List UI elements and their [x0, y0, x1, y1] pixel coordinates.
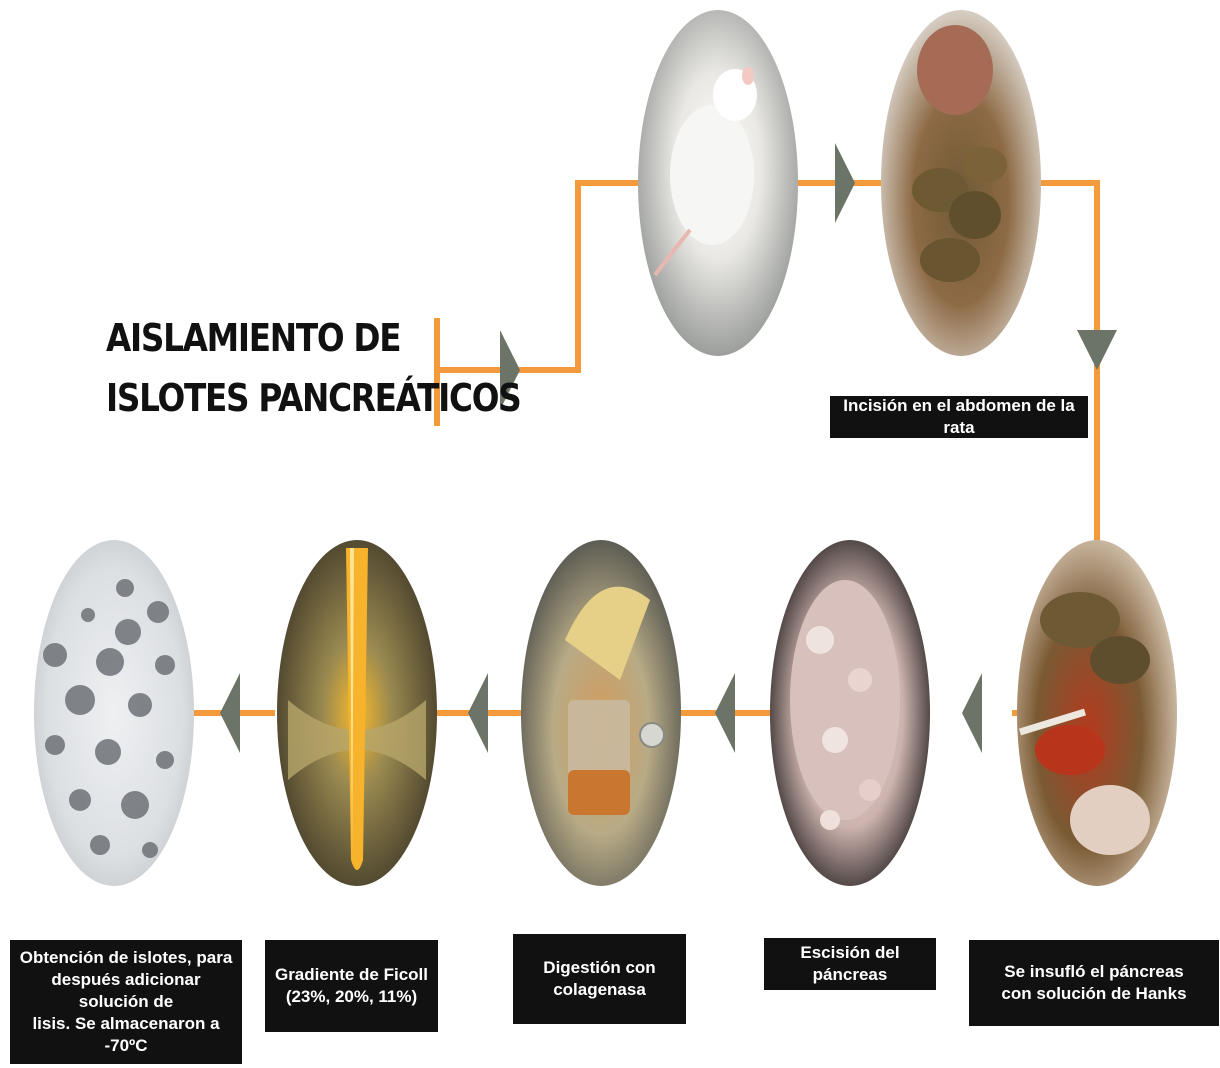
caption-text: Gradiente de Ficoll (23%, 20%, 11%) [275, 964, 428, 1008]
islets-microscopy-photo [34, 540, 194, 886]
caption-text: Incisión en el abdomen de la rata [838, 395, 1080, 439]
caption-step-4: Escisión del páncreas [764, 938, 936, 990]
arrow-left-icon [220, 673, 240, 753]
diagram-title: AISLAMIENTO DE ISLOTES PANCREÁTICOS [106, 308, 520, 428]
caption-step-7: Obtención de islotes, para después adici… [10, 940, 242, 1064]
caption-text: Escisión del páncreas [772, 942, 928, 986]
opened-abdomen-photo [881, 10, 1041, 356]
white-rat-photo [638, 10, 798, 356]
arrow-left-icon [468, 673, 488, 753]
caption-step-3: Se insufló el páncreas con solución de H… [969, 940, 1219, 1026]
arrow-left-icon [715, 673, 735, 753]
ficoll-gradient-tube-photo [277, 540, 437, 886]
arrow-down-icon [1077, 330, 1117, 370]
arrow-right-icon [835, 143, 855, 223]
arrow-left-icon [962, 673, 982, 753]
caption-text: Digestión con colagenasa [543, 957, 655, 1001]
caption-step-2: Incisión en el abdomen de la rata [830, 396, 1088, 438]
caption-step-5: Digestión con colagenasa [513, 934, 686, 1024]
pancreas-insufflation-photo [1017, 540, 1177, 886]
collagenase-digestion-photo [521, 540, 681, 886]
caption-step-6: Gradiente de Ficoll (23%, 20%, 11%) [265, 940, 438, 1032]
excised-pancreas-photo [770, 540, 930, 886]
title-line-1: AISLAMIENTO DE [106, 308, 520, 368]
caption-text: Obtención de islotes, para después adici… [18, 947, 234, 1057]
caption-text: Se insufló el páncreas con solución de H… [1001, 961, 1186, 1005]
title-line-2: ISLOTES PANCREÁTICOS [106, 368, 520, 428]
